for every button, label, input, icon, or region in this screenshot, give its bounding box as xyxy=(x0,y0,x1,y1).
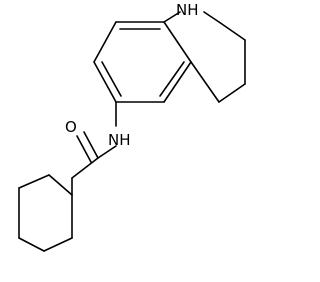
bond-aromatic-3 xyxy=(163,61,192,103)
bond-aromatic-2 xyxy=(163,21,192,63)
bond-carbonyl-ch2 xyxy=(71,157,99,179)
bond-cy-4 xyxy=(18,237,45,252)
bond-aromatic-6 xyxy=(93,21,117,63)
atom-label-oxygen: O xyxy=(65,118,77,136)
bond-cy-1 xyxy=(48,174,73,196)
cyclohexane-ring xyxy=(18,174,73,252)
saturated-ring xyxy=(163,11,246,103)
bond-aromatic-inner-2 xyxy=(159,61,185,97)
bond-carbonyl-o xyxy=(83,131,99,159)
atom-label-nh-ring: NH xyxy=(176,1,199,19)
bond-aromatic-5 xyxy=(93,61,117,103)
chemical-structure: NH O NH xyxy=(18,1,246,252)
bond-cy-5 xyxy=(43,237,73,252)
structure-canvas: NH O NH xyxy=(18,1,246,252)
bond-aromatic-inner-3 xyxy=(101,61,122,97)
bond-c8a-n1 xyxy=(163,11,181,23)
bond-n-amide-carbonyl xyxy=(97,145,117,159)
atom-label-nh-amide: NH xyxy=(108,131,131,149)
bond-n1-c2 xyxy=(203,11,220,23)
bond-c2-c3 xyxy=(218,21,246,41)
bond-carbonyl-o-double xyxy=(76,135,92,163)
bond-c4-c4x xyxy=(218,83,246,103)
amide-linker xyxy=(71,101,117,196)
bond-c4x-c4a xyxy=(190,61,220,103)
bond-cy-2 xyxy=(18,174,50,189)
benzene-ring xyxy=(93,21,192,103)
